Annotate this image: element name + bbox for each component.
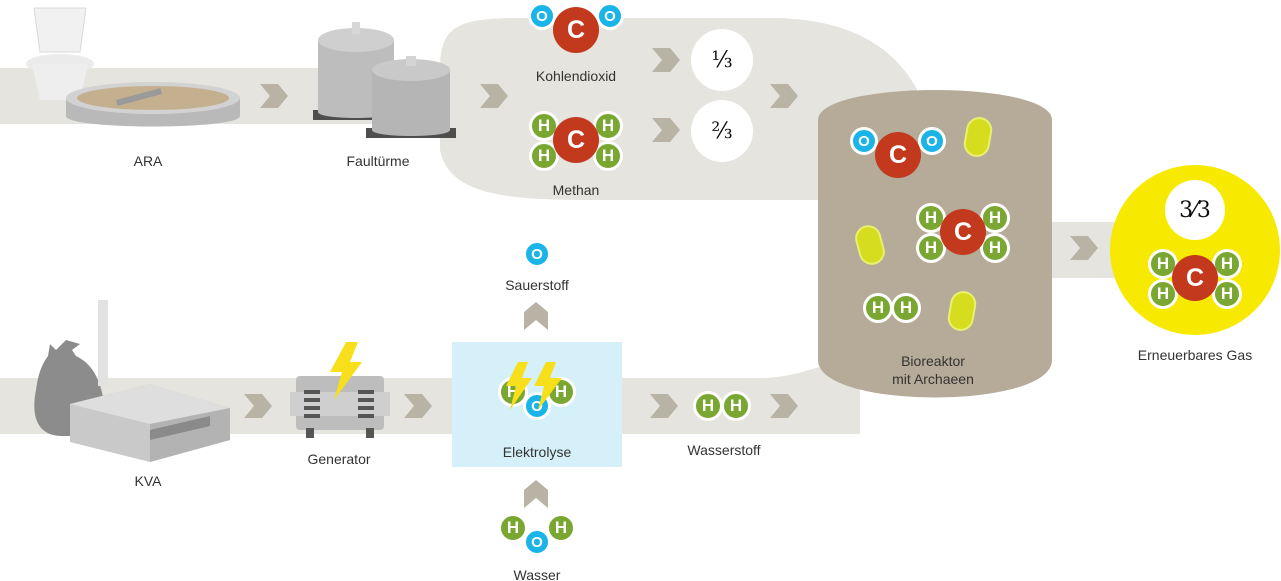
archaea-cells: [855, 117, 993, 331]
label-bioreaktor: Bioreaktor mit Archaeen: [892, 352, 974, 388]
oxygen-atom: O: [918, 127, 946, 155]
arrow-chevron-icon: [260, 84, 288, 108]
toilet-icon: [26, 7, 94, 100]
hydrogen-atom: H: [916, 233, 946, 263]
label-wasser: Wasser: [513, 567, 561, 581]
oxygen-atom: O: [523, 392, 551, 420]
fraction-methane-share: ⅔: [691, 100, 753, 162]
hydrogen-atom: H: [529, 141, 559, 171]
carbon-atom: C: [875, 132, 921, 178]
oxygen-atom: O: [850, 127, 878, 155]
carbon-atom: C: [553, 117, 599, 163]
arrow-chevron-icon: [652, 48, 680, 72]
hydrogen-atom: H: [546, 513, 576, 543]
treatment-tank-icon: [66, 82, 240, 127]
label-generator: Generator: [307, 451, 371, 467]
carbon-atom: C: [553, 7, 599, 53]
arrow-up-icon: [524, 480, 548, 508]
hydrogen-atom: H: [593, 111, 623, 141]
arrow-chevron-icon: [244, 394, 272, 418]
hydrogen-atom: H: [891, 293, 921, 323]
label-wasserstoff: Wasserstoff: [687, 442, 761, 458]
label-ara: ARA: [133, 153, 163, 169]
oxygen-atom: O: [523, 528, 551, 556]
arrow-chevron-icon: [770, 394, 798, 418]
arrow-chevron-icon: [650, 394, 678, 418]
hydrogen-atom: H: [498, 513, 528, 543]
hydrogen-atom: H: [863, 293, 893, 323]
carbon-atom: C: [940, 209, 986, 255]
label-faultuerme: Faultürme: [346, 153, 410, 169]
label-methan: Methan: [552, 182, 600, 198]
label-elektrolyse: Elektrolyse: [502, 444, 572, 460]
label-kva: KVA: [134, 473, 162, 489]
oxygen-atom: O: [523, 240, 551, 268]
label-bioreaktor-line1: Bioreaktor: [901, 353, 965, 369]
fraction-co2-share: ⅓: [691, 29, 753, 91]
arrow-chevron-icon: [652, 118, 680, 142]
oxygen-atom: O: [528, 2, 556, 30]
hydrogen-atom: H: [1148, 249, 1178, 279]
arrow-chevron-icon: [404, 394, 432, 418]
label-sauerstoff: Sauerstoff: [505, 277, 569, 293]
arrow-chevron-icon: [480, 84, 508, 108]
label-bioreaktor-line2: mit Archaeen: [892, 371, 974, 387]
hydrogen-atom: H: [1212, 279, 1242, 309]
hydrogen-atom: H: [980, 203, 1010, 233]
hydrogen-atom: H: [693, 391, 723, 421]
carbon-atom: C: [1172, 255, 1218, 301]
hydrogen-atom: H: [721, 391, 751, 421]
generator-icon: [290, 376, 390, 438]
arrow-up-icon: [524, 302, 548, 330]
flow-chevrons: [244, 48, 1098, 508]
arrow-chevron-icon: [1070, 236, 1098, 260]
lightning-icon: [330, 342, 362, 400]
incinerator-plant-icon: [70, 300, 230, 462]
label-kohlendioxid: Kohlendioxid: [535, 68, 617, 84]
arrow-chevron-icon: [770, 84, 798, 108]
digester-towers-icon: [313, 22, 456, 138]
fraction-total: 3⁄3: [1165, 180, 1225, 240]
label-erneuerbares-gas: Erneuerbares Gas: [1137, 347, 1253, 363]
oxygen-atom: O: [596, 2, 624, 30]
